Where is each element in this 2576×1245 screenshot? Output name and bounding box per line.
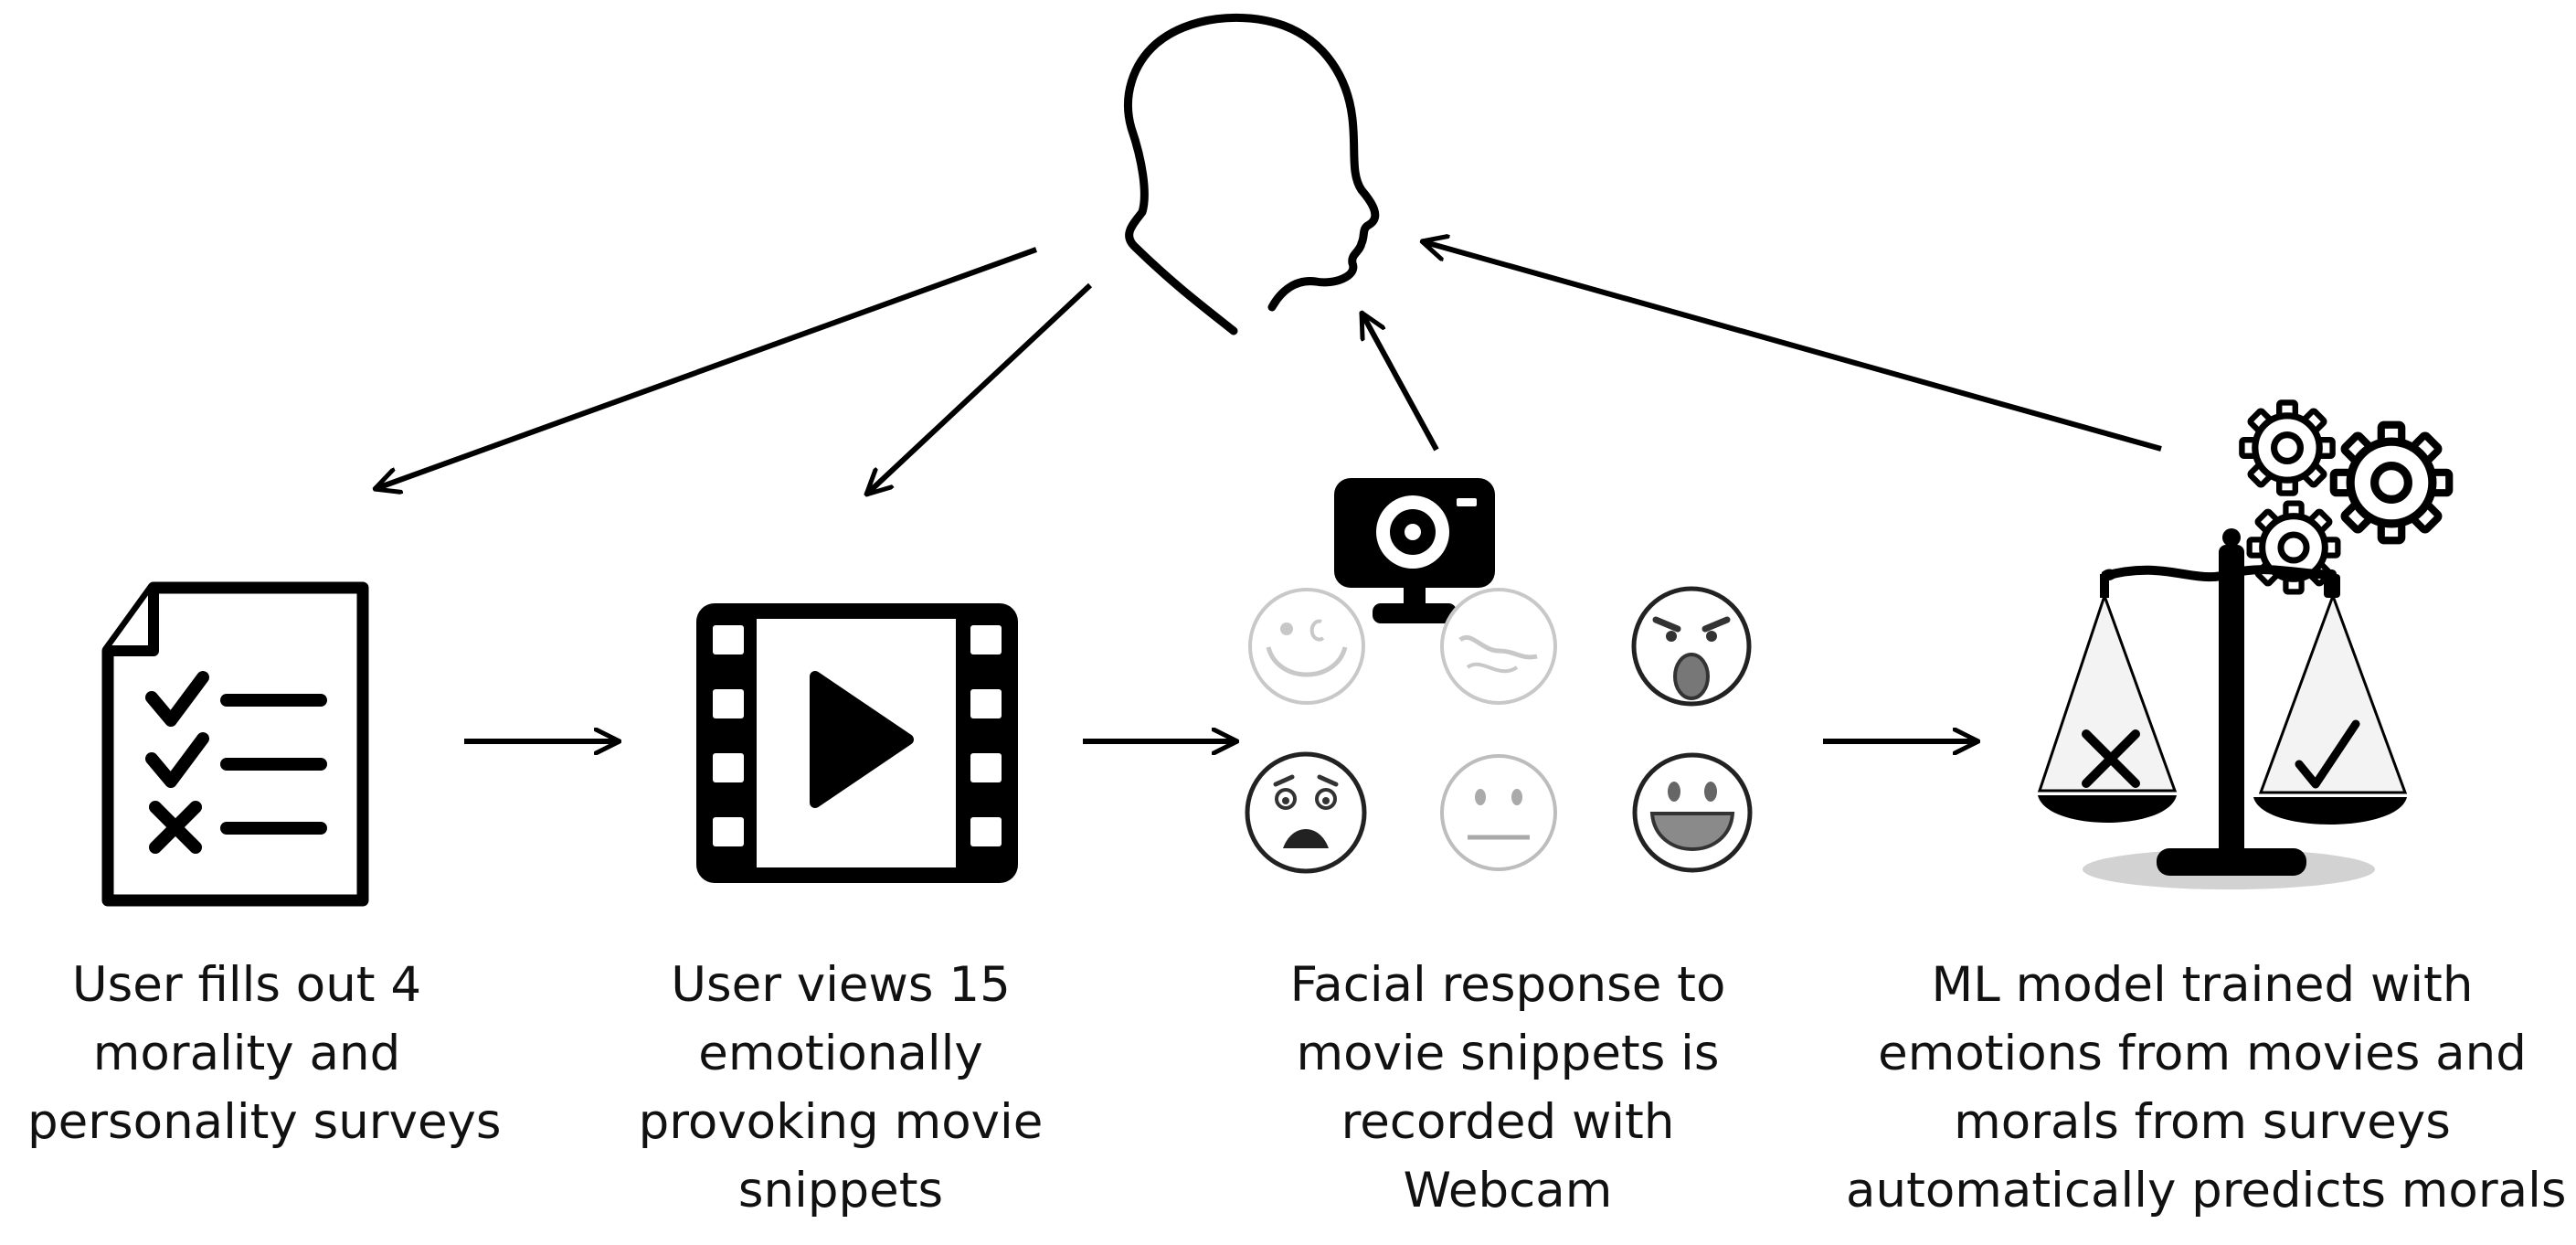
happy-face-icon xyxy=(1248,588,1365,705)
sad-face-icon xyxy=(1245,751,1367,874)
arrow-person-to-video xyxy=(866,282,1093,495)
survey-caption-line: morality and xyxy=(92,1026,401,1081)
model-caption-line: automatically predicts morals xyxy=(1846,1163,2567,1218)
video-caption: User views 15 emotionally provoking movi… xyxy=(585,951,1097,1225)
angry-face-icon xyxy=(1631,586,1752,707)
survey-caption: User fills out 4 morality and personalit… xyxy=(27,951,502,1156)
arrow-webcam-to-person xyxy=(1359,313,1439,452)
checklist-document-icon xyxy=(101,581,369,907)
video-caption-line: provoking movie xyxy=(638,1094,1044,1150)
webcam-caption-line: Facial response to xyxy=(1289,957,1726,1013)
neutral-face-icon xyxy=(1440,754,1557,871)
model-caption-line: emotions from movies and xyxy=(1878,1026,2527,1081)
model-caption-line: ML model trained with xyxy=(1931,957,2474,1013)
webcam-caption-line: movie snippets is xyxy=(1296,1026,1720,1081)
survey-caption-line: personality surveys xyxy=(27,1094,502,1150)
video-caption-line: snippets xyxy=(737,1163,944,1218)
survey-caption-line: User fills out 4 xyxy=(71,957,422,1013)
video-caption-line: User views 15 xyxy=(671,957,1011,1013)
film-play-icon xyxy=(696,603,1018,883)
webcam-caption: Facial response to movie snippets is rec… xyxy=(1224,951,1791,1225)
scale-with-gears-icon xyxy=(2037,402,2449,889)
head-silhouette-icon xyxy=(1124,13,1380,335)
joy-face-icon xyxy=(1632,752,1753,873)
webcam-caption-line: Webcam xyxy=(1403,1163,1613,1218)
video-caption-line: emotionally xyxy=(698,1026,983,1081)
arrow-person-to-survey xyxy=(375,247,1038,489)
webcam-caption-line: recorded with xyxy=(1341,1094,1675,1150)
webcam-icon xyxy=(1334,478,1495,623)
model-caption-line: morals from surveys xyxy=(1954,1094,2451,1150)
disgust-face-icon xyxy=(1440,588,1557,705)
arrow-model-to-person xyxy=(1422,241,2162,452)
model-caption: ML model trained with emotions from movi… xyxy=(1846,951,2567,1225)
